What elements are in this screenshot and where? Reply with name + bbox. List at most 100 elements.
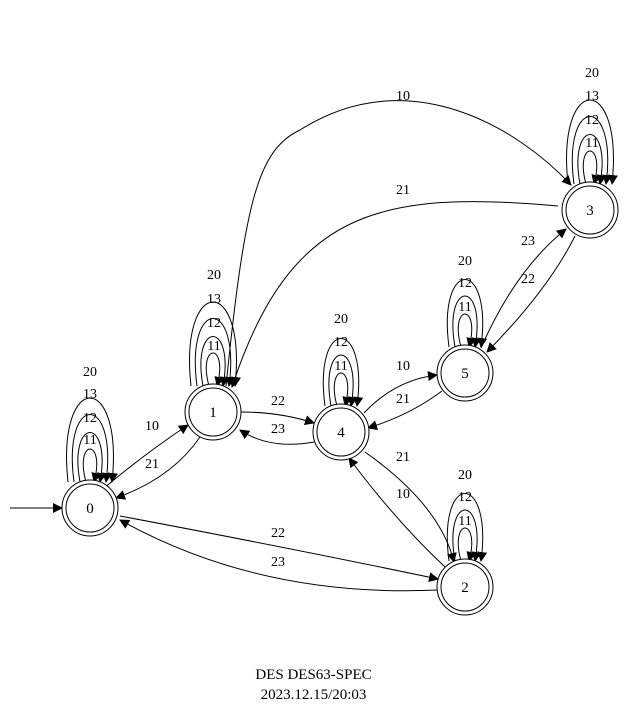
state-4: 4	[312, 403, 370, 461]
transition-1-4	[240, 411, 315, 425]
self-loop-5-20	[446, 279, 488, 348]
state-0-outer-circle	[61, 479, 119, 537]
transition-label-5-3-23: 23	[521, 234, 535, 249]
state-3-outer-circle	[561, 181, 619, 239]
transition-label-2-2-11: 11	[458, 514, 471, 529]
transition-label-2-2-20: 20	[458, 468, 472, 483]
self-loop-0-12	[77, 432, 107, 483]
transition-label-3-5-22: 22	[521, 272, 535, 287]
transition-label-0-0-11: 11	[83, 433, 96, 448]
transition-2-4	[348, 457, 446, 568]
state-2-label: 2	[461, 580, 469, 596]
self-loop-0-13	[71, 414, 113, 483]
transition-3-5	[486, 235, 576, 353]
transition-label-0-1-10: 10	[145, 419, 159, 434]
transition-label-5-5-20: 20	[458, 254, 472, 269]
transition-label-3-3-20: 20	[585, 66, 599, 81]
state-5-label: 5	[461, 366, 469, 382]
state-0: 0	[61, 479, 119, 537]
state-0-inner-circle	[65, 483, 115, 533]
transition-1-3	[225, 100, 572, 387]
transition-label-2-4-10: 10	[396, 487, 410, 502]
state-1-inner-circle	[188, 387, 238, 437]
transition-0-2	[119, 515, 439, 583]
state-5-inner-circle	[440, 348, 490, 398]
transition-label-2-2-12: 12	[458, 490, 472, 505]
self-loop-3-11	[582, 150, 602, 185]
self-loop-5-12	[452, 295, 482, 348]
transition-label-0-0-12: 12	[83, 411, 97, 426]
state-3-inner-circle	[565, 185, 615, 235]
transition-label-5-4-21: 21	[396, 392, 410, 407]
state-3: 3	[561, 181, 619, 239]
self-loop-0-20	[66, 397, 118, 483]
state-2-inner-circle	[440, 562, 490, 612]
transition-5-3	[480, 228, 567, 349]
self-loop-4-20	[322, 338, 364, 407]
state-4-outer-circle	[312, 403, 370, 461]
transition-label-4-4-20: 20	[334, 312, 348, 327]
transition-1-0	[115, 436, 201, 500]
transition-4-5	[363, 371, 438, 414]
state-2-outer-circle	[436, 558, 494, 616]
diagram-title: DES DES63-SPEC	[255, 667, 372, 683]
self-loop-4-11	[333, 372, 353, 407]
state-2: 2	[436, 558, 494, 616]
state-4-inner-circle	[316, 407, 366, 457]
transition-4-1	[239, 429, 315, 445]
transition-label-5-5-12: 12	[458, 276, 472, 291]
transition-label-0-0-20: 20	[83, 365, 97, 380]
transition-label-4-2-21: 21	[396, 450, 410, 465]
self-loop-1-13	[194, 318, 236, 387]
self-loop-2-11	[457, 527, 477, 562]
transition-label-3-3-11: 11	[585, 136, 598, 151]
self-loop-2-12	[452, 509, 482, 562]
transition-label-2-0-23: 23	[271, 555, 285, 570]
transition-0-1	[102, 424, 189, 490]
transition-label-5-5-11: 11	[458, 300, 471, 315]
transition-label-4-1-23: 23	[271, 422, 285, 437]
transition-label-1-3-10: 10	[396, 89, 410, 104]
transitions-layer	[10, 99, 618, 592]
state-1: 1	[184, 383, 242, 441]
transition-label-0-0-13: 13	[83, 387, 97, 402]
self-loop-2-20	[446, 493, 488, 562]
self-loop-1-11	[205, 352, 225, 387]
transition-label-4-5-10: 10	[396, 359, 410, 374]
transition-label-1-1-12: 12	[207, 316, 221, 331]
state-1-outer-circle	[184, 383, 242, 441]
transition-label-1-1-20: 20	[207, 268, 221, 283]
transition-label-3-3-12: 12	[585, 113, 599, 128]
self-loop-3-13	[571, 116, 613, 185]
transition-label-3-1-21: 21	[396, 183, 410, 198]
state-3-label: 3	[586, 203, 594, 219]
state-1-label: 1	[209, 405, 217, 421]
transition-label-1-1-13: 13	[207, 292, 221, 307]
state-0-label: 0	[86, 501, 94, 517]
transition-2-0	[119, 519, 439, 592]
transition-3-1	[230, 201, 559, 388]
transition-4-2	[364, 451, 457, 563]
transition-label-1-0-21: 21	[145, 457, 159, 472]
self-loop-1-20	[189, 301, 241, 387]
self-loop-1-12	[200, 336, 230, 387]
transition-label-1-1-11: 11	[207, 339, 220, 354]
transition-label-4-4-12: 12	[334, 335, 348, 350]
diagram-timestamp: 2023.12.15/20:03	[260, 687, 367, 703]
self-loop-4-12	[328, 354, 358, 407]
transition-labels-layer: 1112132010212223111213201021222311121320…	[83, 66, 599, 570]
self-loop-3-12	[577, 134, 607, 185]
state-4-label: 4	[337, 425, 345, 441]
state-5: 5	[436, 344, 494, 402]
transition-label-4-4-11: 11	[334, 359, 347, 374]
self-loop-3-20	[566, 99, 618, 185]
transition-label-0-2-22: 22	[271, 526, 285, 541]
self-loop-0-11	[82, 448, 102, 483]
transition-label-1-4-22: 22	[271, 394, 285, 409]
self-loop-5-11	[457, 313, 477, 348]
transition-label-3-3-13: 13	[585, 89, 599, 104]
transition-5-4	[367, 390, 443, 431]
state-5-outer-circle	[436, 344, 494, 402]
